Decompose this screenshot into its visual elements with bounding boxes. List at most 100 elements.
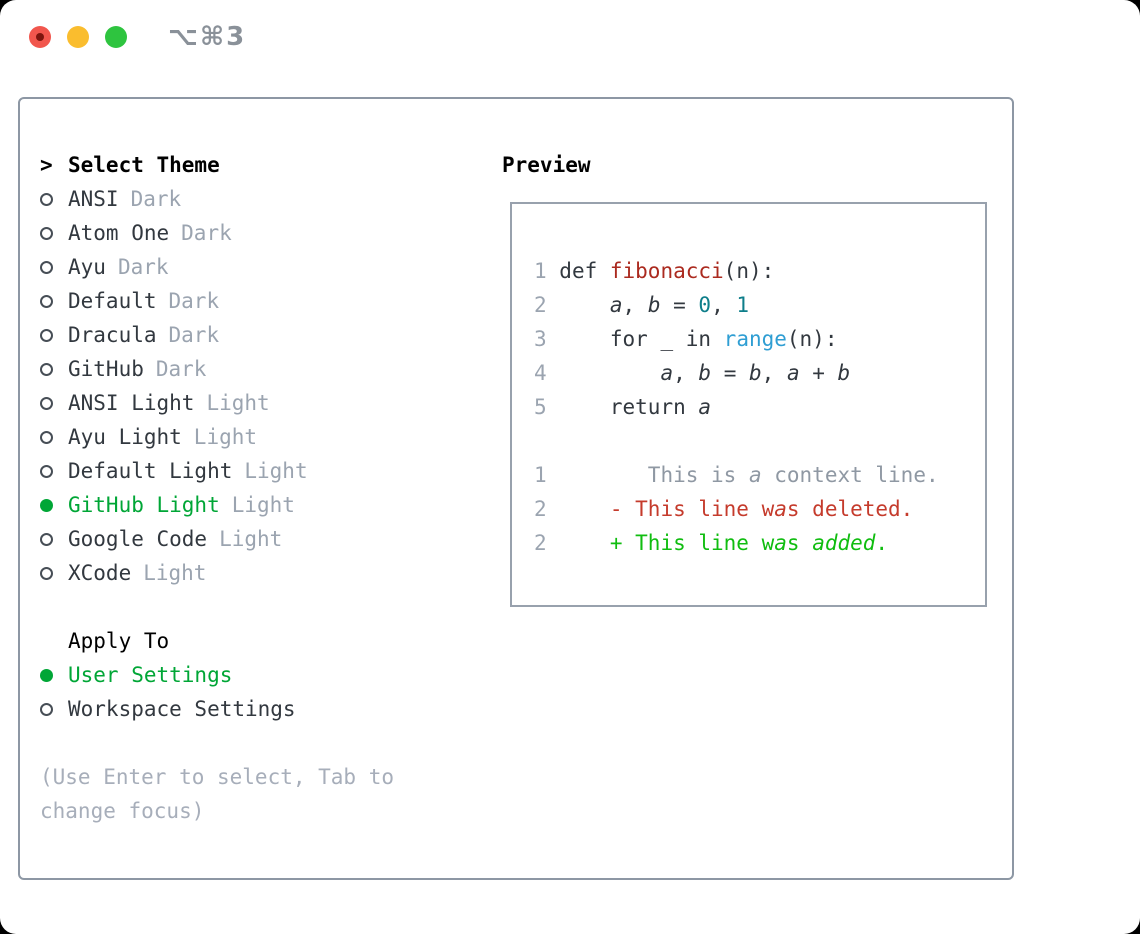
theme-option-label: ANSI Light (68, 391, 195, 415)
code-line: 3 for _ in range(n): (534, 322, 939, 356)
zoom-button[interactable] (105, 26, 127, 48)
radio-cell (40, 566, 68, 580)
code-token (559, 361, 660, 385)
code-token: 0 (698, 293, 712, 317)
theme-variant-tag: Light (244, 459, 308, 483)
radio-selected-icon (40, 668, 53, 682)
radio-icon (40, 430, 53, 444)
code-token: s deleted. (786, 497, 914, 521)
theme-option-label: GitHub (68, 357, 144, 381)
radio-icon (40, 226, 53, 240)
apply-option-workspace-settings[interactable]: Workspace Settings (40, 692, 394, 726)
theme-menu-title: Select Theme (68, 153, 220, 177)
radio-cell (40, 702, 68, 716)
keyboard-hint: change focus) (40, 799, 205, 823)
radio-cell (40, 668, 68, 682)
apply-to-header: Apply To (40, 624, 394, 658)
theme-option-ansi[interactable]: ANSI Dark (40, 182, 394, 216)
code-token: b (698, 361, 712, 385)
code-token: fibonacci (609, 259, 724, 283)
code-line: 1 This is a context line. (534, 458, 939, 492)
theme-option-label: Atom One (68, 221, 170, 245)
code-token: a (748, 463, 762, 487)
radio-icon (40, 328, 53, 342)
radio-cell (40, 192, 68, 206)
radio-icon (40, 396, 53, 410)
code-token: context line. (761, 463, 939, 487)
theme-option-label: Google Code (68, 527, 208, 551)
theme-option-label: ANSI (68, 187, 119, 211)
theme-option-label: Ayu (68, 255, 106, 279)
theme-variant-tag: Light (231, 493, 295, 517)
code-token: , (711, 293, 737, 317)
code-line: 4 a, b = b, a + b (534, 356, 939, 390)
line-number: 2 (534, 497, 560, 521)
apply-option-label: Workspace Settings (68, 697, 296, 721)
theme-option-label: Ayu Light (68, 425, 182, 449)
code-line (534, 424, 939, 458)
code-token: . (875, 531, 889, 555)
apply-option-user-settings[interactable]: User Settings (40, 658, 394, 692)
line-number: 5 (534, 395, 560, 419)
code-token: 1 (736, 293, 750, 317)
radio-icon (40, 294, 53, 308)
line-number: 2 (534, 293, 560, 317)
radio-cell (40, 396, 68, 410)
code-token: b (647, 293, 661, 317)
code-line: 2 + This line was added. (534, 526, 939, 560)
radio-cell (40, 498, 68, 512)
close-button[interactable] (29, 26, 51, 48)
code-token: return (559, 395, 699, 419)
spacer-row (40, 726, 394, 760)
code-line: 1 def fibonacci(n): (534, 254, 939, 288)
code-token (559, 293, 610, 317)
code-token: = (660, 293, 699, 317)
line-number (534, 429, 559, 453)
code-token: range (723, 327, 787, 351)
radio-cell (40, 464, 68, 478)
theme-option-github[interactable]: GitHub Dark (40, 352, 394, 386)
code-token: a (774, 531, 787, 555)
theme-variant-tag: Dark (155, 357, 207, 381)
code-line: 2 - This line was deleted. (534, 492, 939, 526)
theme-option-label: Default (68, 289, 157, 313)
line-number: 4 (534, 361, 560, 385)
spacer-row (40, 590, 394, 624)
apply-to-title: Apply To (68, 629, 170, 653)
code-token: + (799, 361, 838, 385)
radio-icon (40, 362, 53, 376)
code-token: , (622, 293, 648, 317)
theme-variant-tag: Light (143, 561, 207, 585)
radio-icon (40, 702, 53, 716)
radio-icon (40, 464, 53, 478)
code-preview: 1 def fibonacci(n): 2 a, b = 0, 1 3 for _ … (534, 254, 939, 560)
code-token: + This line w (559, 531, 775, 555)
preview-box: 1 def fibonacci(n): 2 a, b = 0, 1 3 for _ … (510, 202, 987, 607)
theme-variant-tag: Dark (168, 289, 220, 313)
line-number: 1 (534, 463, 560, 487)
theme-variant-tag: Dark (130, 187, 182, 211)
radio-cell (40, 430, 68, 444)
prompt-caret-icon: > (40, 153, 53, 177)
code-token: a (774, 497, 787, 521)
code-token: - This line w (559, 497, 775, 521)
code-token: , (673, 361, 699, 385)
theme-option-default[interactable]: Default Dark (40, 284, 394, 318)
minimize-button[interactable] (67, 26, 89, 48)
radio-cell (40, 294, 68, 308)
radio-icon (40, 192, 53, 206)
code-token: (n): (786, 327, 838, 351)
radio-cell (40, 362, 68, 376)
close-dot-icon (36, 33, 44, 41)
radio-cell (40, 226, 68, 240)
